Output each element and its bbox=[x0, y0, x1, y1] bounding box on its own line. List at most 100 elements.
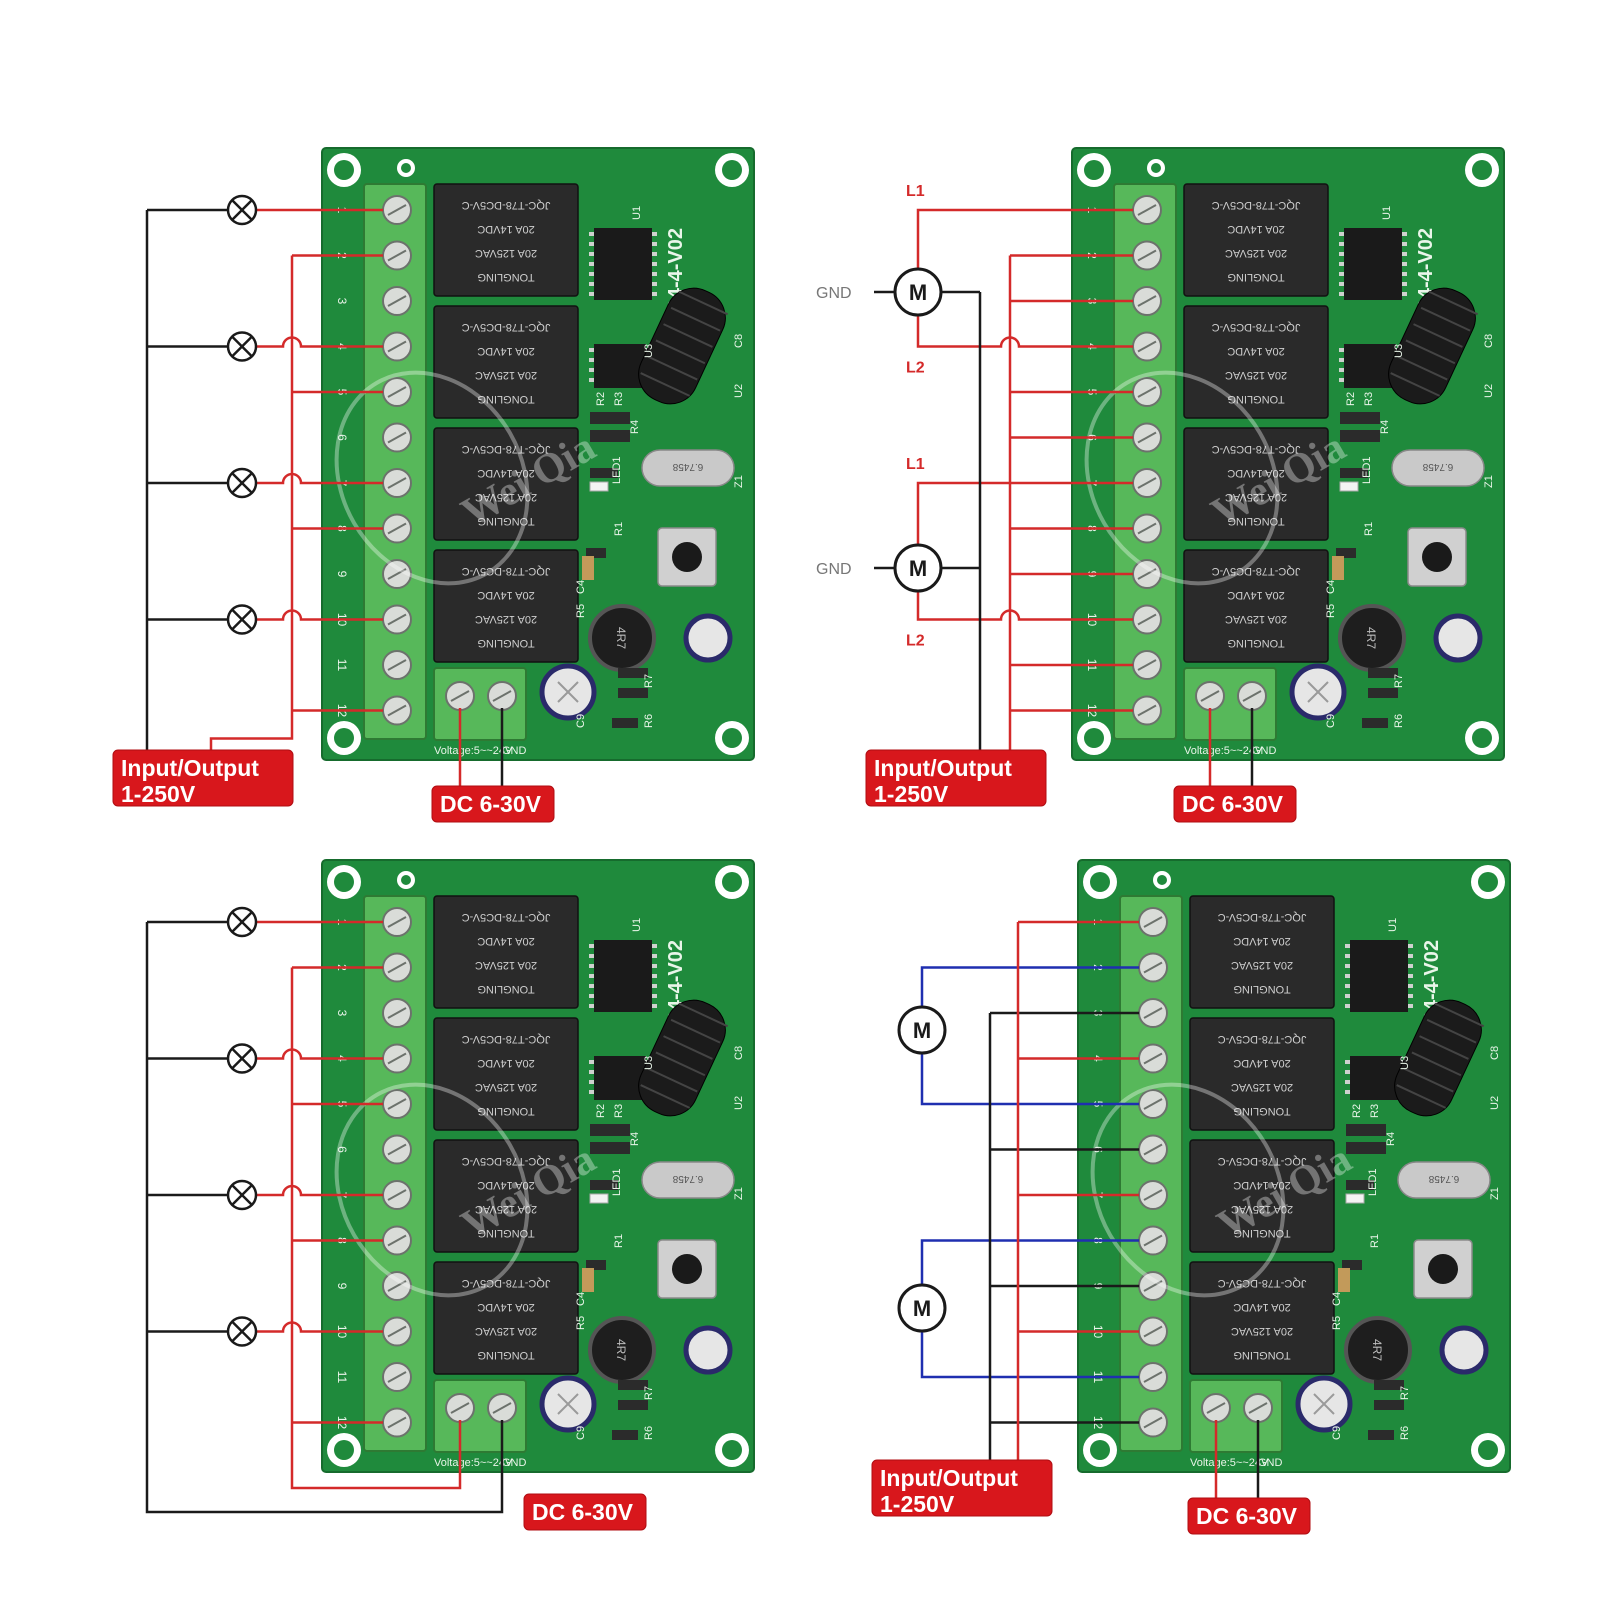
relay-text: JQC-T78-DC5V-C bbox=[1218, 911, 1307, 923]
relay bbox=[433, 183, 579, 297]
screw-slot bbox=[1137, 386, 1157, 398]
smd-component bbox=[1346, 1142, 1386, 1154]
smd-component bbox=[1342, 1260, 1362, 1270]
component-label: R2 bbox=[1345, 392, 1357, 406]
relay bbox=[1189, 1139, 1335, 1253]
component-label: C4 bbox=[1325, 580, 1337, 594]
ic-pin bbox=[589, 378, 594, 382]
relay-text: 20A 14VDC bbox=[477, 345, 535, 357]
small-hole-inner bbox=[1151, 163, 1161, 173]
mounting-hole-inner bbox=[334, 1440, 354, 1460]
antenna-ring bbox=[655, 1051, 706, 1077]
ic-pin bbox=[1345, 1070, 1350, 1074]
component-label: R6 bbox=[643, 714, 655, 728]
motor-label: M bbox=[909, 556, 927, 581]
relay-text: 20A 125VAC bbox=[1231, 1081, 1293, 1093]
component-label: U2 bbox=[733, 384, 745, 398]
inductor-label: 4R7 bbox=[614, 1339, 628, 1361]
mounting-hole-inner bbox=[1084, 728, 1104, 748]
screw-slot bbox=[387, 431, 407, 444]
mounting-hole-inner bbox=[722, 728, 742, 748]
antenna-coil bbox=[1388, 287, 1476, 405]
relay-text: 20A 125VAC bbox=[475, 1081, 537, 1093]
lamp-cross bbox=[231, 472, 253, 494]
crystal bbox=[1391, 449, 1485, 487]
ic-pin bbox=[589, 1090, 594, 1094]
screw-slot bbox=[1137, 613, 1157, 626]
component-label: R6 bbox=[643, 1426, 655, 1440]
relay-text: 20A 14VDC bbox=[477, 467, 535, 479]
smd-component bbox=[590, 430, 630, 442]
ic-chip bbox=[594, 940, 652, 1012]
component-label: R3 bbox=[1369, 1104, 1381, 1118]
ic-pin bbox=[1408, 974, 1413, 978]
ic-pin bbox=[1345, 1060, 1350, 1064]
smd-resistor bbox=[1338, 1268, 1350, 1292]
ic-pin bbox=[652, 272, 657, 276]
ic-pin bbox=[589, 984, 594, 988]
lamp-cross bbox=[231, 335, 253, 358]
motor-symbol bbox=[897, 1005, 947, 1055]
screw-slot bbox=[1242, 690, 1262, 702]
relay-text: JQC-T78-DC5V-C bbox=[462, 911, 551, 923]
crystal-label: 6.7458 bbox=[1428, 1173, 1459, 1184]
ic-pin bbox=[1408, 944, 1413, 948]
relay-text: 20A 14VDC bbox=[477, 223, 535, 235]
relay-text: TONGLING bbox=[477, 637, 534, 649]
watermark-logo bbox=[334, 1082, 530, 1298]
ic-pin bbox=[1402, 272, 1407, 276]
component-label: U1 bbox=[631, 918, 643, 932]
smd-component bbox=[586, 1260, 606, 1270]
screw-slot bbox=[387, 340, 407, 353]
relay-text: TONGLING bbox=[1233, 983, 1290, 995]
relay-text: TONGLING bbox=[477, 1349, 534, 1361]
tact-switch-cap bbox=[672, 1254, 702, 1284]
smd-component bbox=[1340, 468, 1368, 478]
component-label: R4 bbox=[1379, 420, 1391, 434]
component-label: C8 bbox=[1489, 1046, 1501, 1060]
screw-slot bbox=[387, 961, 407, 974]
component-label: R2 bbox=[595, 392, 607, 406]
component-label: LED1 bbox=[611, 456, 623, 484]
tact-switch-cap bbox=[1428, 1254, 1458, 1284]
pin-number: 3 bbox=[335, 298, 349, 305]
ic-chip bbox=[594, 228, 652, 300]
component-label: R7 bbox=[643, 1386, 655, 1400]
input-output-tag-text: 1-250V bbox=[121, 781, 196, 807]
smd-component bbox=[618, 1380, 648, 1390]
relay-text: 20A 14VDC bbox=[1227, 345, 1285, 357]
mounting-hole-inner bbox=[1472, 728, 1492, 748]
component-label: U3 bbox=[1393, 344, 1405, 358]
screw-slot bbox=[387, 1007, 407, 1019]
relay-text: 20A 125VAC bbox=[1231, 1325, 1293, 1337]
relay-text: 20A 125VAC bbox=[1231, 959, 1293, 971]
wires-layer bbox=[145, 208, 1260, 1514]
wire bbox=[145, 922, 504, 1514]
component-label: C4 bbox=[575, 580, 587, 594]
led bbox=[589, 481, 609, 492]
watermark-logo bbox=[1090, 1082, 1286, 1298]
l1-label: L1 bbox=[906, 183, 925, 200]
relay-text: 20A 125VAC bbox=[475, 613, 537, 625]
screw-slot bbox=[1137, 477, 1157, 489]
screw-slot bbox=[1143, 961, 1163, 974]
screw-slot bbox=[450, 690, 470, 702]
wire bbox=[920, 966, 1139, 1007]
screw-slot bbox=[1137, 340, 1157, 353]
relay-text: TONGLING bbox=[1233, 1349, 1290, 1361]
component-label: R3 bbox=[613, 392, 625, 406]
lamp-cross bbox=[231, 1320, 253, 1343]
component-label: R1 bbox=[1363, 522, 1375, 536]
pin-number: 6 bbox=[335, 1146, 349, 1153]
component-label: U2 bbox=[1489, 1096, 1501, 1110]
component-label: U2 bbox=[733, 1096, 745, 1110]
smd-component bbox=[618, 1400, 648, 1410]
crystal bbox=[641, 1161, 735, 1199]
relay bbox=[433, 1139, 579, 1253]
ic-pin bbox=[1408, 984, 1413, 988]
screw-slot bbox=[387, 1416, 407, 1429]
ic-pin bbox=[652, 252, 657, 256]
component-label: C8 bbox=[733, 1046, 745, 1060]
